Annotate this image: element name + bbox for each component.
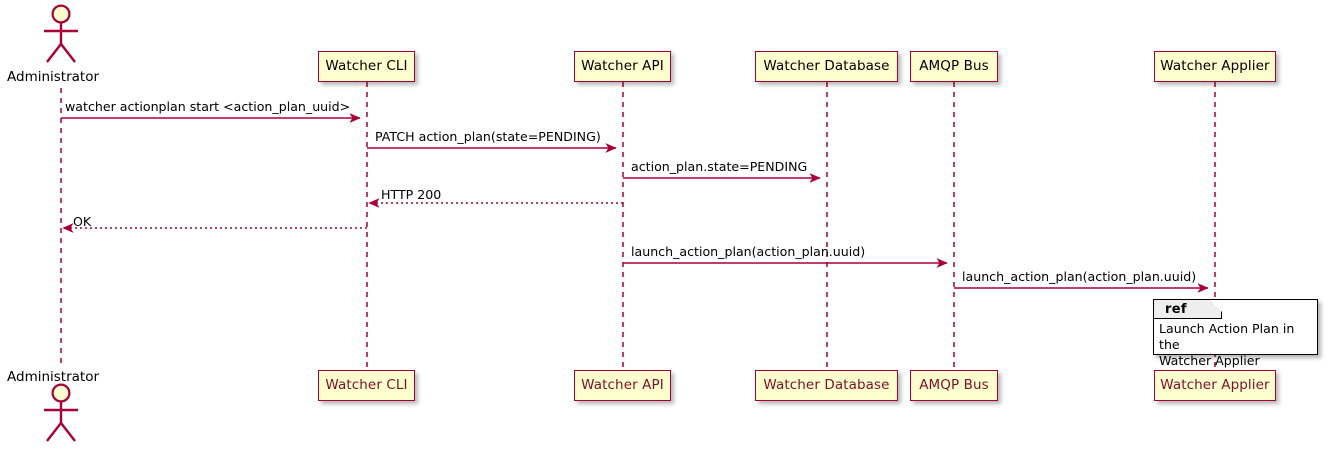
- ref-fragment-tab-label: ref: [1154, 300, 1222, 319]
- participant-box-watcher-applier-top[interactable]: Watcher Applier: [1154, 51, 1276, 82]
- ref-fragment-body-text: Launch Action Plan in the Watcher Applie…: [1159, 321, 1295, 368]
- participant-box-watcher-database-bottom[interactable]: Watcher Database: [755, 370, 898, 401]
- participant-box-watcher-api-bottom[interactable]: Watcher API: [574, 370, 671, 401]
- participant-box-amqp-bus-top[interactable]: AMQP Bus: [910, 51, 998, 82]
- lifelines: [60, 82, 1216, 370]
- actor-administrator-top: [44, 4, 78, 63]
- message-label-5: OK: [73, 214, 92, 229]
- message-label-3: action_plan.state=PENDING: [631, 159, 808, 174]
- actor-administrator-bottom: [44, 383, 78, 442]
- participant-box-watcher-api-top[interactable]: Watcher API: [574, 51, 671, 82]
- message-label-6: launch_action_plan(action_plan.uuid): [631, 244, 866, 259]
- participant-box-watcher-applier-bottom[interactable]: Watcher Applier: [1154, 370, 1276, 401]
- actor-label-administrator-top: Administrator: [7, 69, 100, 85]
- ref-fragment[interactable]: ref Launch Action Plan in the Watcher Ap…: [1153, 299, 1318, 368]
- message-label-2: PATCH action_plan(state=PENDING): [375, 129, 601, 144]
- participant-box-watcher-database-top[interactable]: Watcher Database: [755, 51, 898, 82]
- message-label-1: watcher actionplan start <action_plan_uu…: [65, 99, 351, 114]
- message-label-7: launch_action_plan(action_plan.uuid): [962, 269, 1197, 284]
- message-label-4: HTTP 200: [381, 187, 442, 202]
- actor-label-administrator-bottom: Administrator: [7, 369, 100, 385]
- participant-box-watcher-cli-bottom[interactable]: Watcher CLI: [318, 370, 415, 401]
- message-arrows: [61, 113, 1209, 293]
- participant-box-amqp-bus-bottom[interactable]: AMQP Bus: [910, 370, 998, 401]
- participant-box-watcher-cli-top[interactable]: Watcher CLI: [318, 51, 415, 82]
